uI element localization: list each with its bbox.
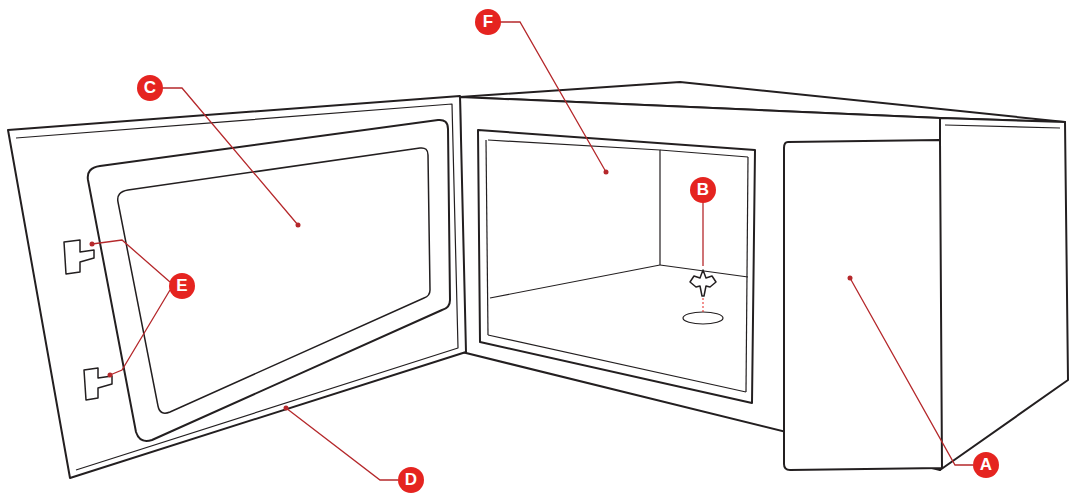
callout-letter: F <box>475 9 501 35</box>
callout-letter: A <box>973 452 999 478</box>
callout-letter: D <box>398 467 424 493</box>
callout-letter: B <box>690 177 716 203</box>
callout-letter: E <box>169 273 195 299</box>
callout-letter: C <box>137 75 163 101</box>
